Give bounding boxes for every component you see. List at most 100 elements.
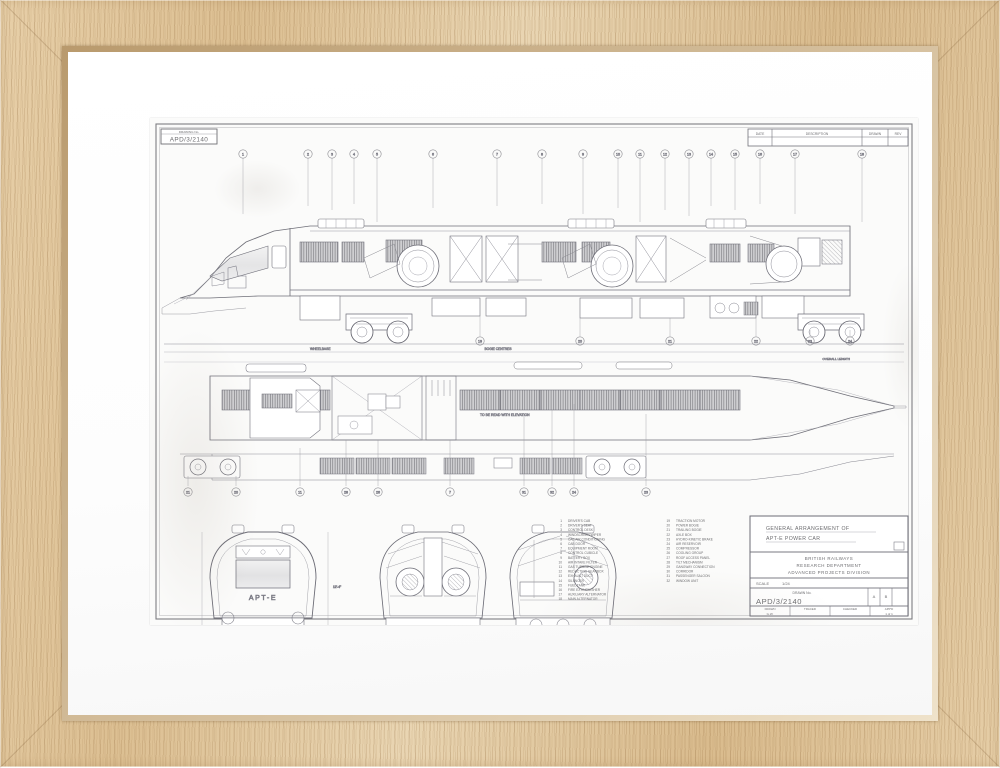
section-bb-alternator-core bbox=[578, 570, 594, 586]
balloon-label: 24 bbox=[848, 340, 852, 344]
drawing-number-stamp: DRAWING No. APD/3/2140 bbox=[160, 128, 218, 145]
scale-label: SCALE bbox=[756, 581, 769, 586]
footer-col-drawn: DRAWN bbox=[765, 607, 776, 611]
legend-item-number: 8 bbox=[560, 551, 562, 555]
section-aa-roof-pod-left bbox=[401, 524, 415, 534]
balloon-label: 11 bbox=[638, 153, 642, 157]
section-aa-running-gear bbox=[385, 617, 481, 625]
legend-item-number: 23 bbox=[666, 537, 670, 541]
legend-item-number: 14 bbox=[558, 579, 562, 583]
dim-wheelbase-label: WHEELBASE bbox=[310, 347, 331, 351]
legend-item-text: WINDSCREEN WIPER bbox=[568, 533, 602, 537]
legend-item-text: COOLING GROUP bbox=[676, 551, 703, 555]
balloon-label: 23 bbox=[644, 491, 648, 495]
legend-item-number: 27 bbox=[666, 556, 670, 560]
legend-item-text: AUXILIARY ALTERNATOR bbox=[568, 593, 607, 597]
section-bb-cubicle bbox=[519, 581, 555, 597]
section-bb-running-gear bbox=[515, 617, 611, 625]
elevation-bottom-balloons: 19 20 21 22 23 24 bbox=[475, 316, 855, 346]
section-aa-roof-pod-right bbox=[451, 524, 465, 534]
balloon-label: 7 bbox=[449, 491, 451, 495]
stamp-label: DRAWING No. bbox=[179, 130, 200, 134]
front-upper-panel bbox=[235, 545, 291, 559]
legend-item-text: EQUIPMENT ROOM bbox=[568, 547, 598, 551]
legend-item-number: 24 bbox=[666, 542, 670, 546]
legend-item-text: FIRE EXTINGUISHER bbox=[568, 588, 601, 592]
stamp-value: APD/3/2140 bbox=[170, 137, 209, 144]
legend-item-text: REDUCTION GEARBOX bbox=[568, 570, 604, 574]
revision-table: DATE DESCRIPTION DRAWN REV bbox=[747, 128, 909, 147]
nose-construction-lines bbox=[173, 277, 211, 305]
legend-item-text: FUEL TANK bbox=[568, 583, 586, 587]
front-body-inner bbox=[216, 538, 310, 617]
section-aa-framing bbox=[385, 541, 481, 597]
cab-side-window bbox=[271, 245, 287, 269]
legend-item-text: GANGWAY CONNECTION bbox=[676, 565, 715, 569]
balloon-label: 9 bbox=[582, 153, 584, 157]
section-bb-shell bbox=[509, 531, 617, 619]
footer-col-approved: APP'D bbox=[885, 607, 893, 611]
plan-saloon-window-band bbox=[459, 389, 741, 411]
plan-bottom-balloons: 21 20 11 28 26 7 31 32 24 23 bbox=[183, 404, 651, 497]
front-dim-height: 12'-4" bbox=[333, 585, 341, 589]
underframe-equipment bbox=[299, 295, 805, 321]
organisation-line-1: BRITISH RAILWAYS bbox=[805, 556, 853, 561]
legend-item-text: MAIN ALTERNATOR bbox=[568, 597, 598, 601]
view-plan: 21 20 11 28 26 7 31 32 24 23 TO BE READ … bbox=[180, 361, 907, 497]
balloon-label: 26 bbox=[376, 491, 380, 495]
elevation-top-balloons: 1 2 3 4 5 6 7 8 9 10 11 12 13 14 bbox=[238, 149, 867, 159]
legend-item-text: DRIVER'S SEAT bbox=[568, 524, 592, 528]
dim-overall-label: OVERALL LENGTH bbox=[822, 357, 850, 361]
balloon-label: 21 bbox=[186, 491, 190, 495]
section-aa-central-duct bbox=[423, 537, 443, 597]
legend-item-text: PASSENGER SALOON bbox=[676, 574, 710, 578]
bogie-leading bbox=[345, 313, 413, 344]
balloon-label: 22 bbox=[754, 340, 758, 344]
legend-item-number: 1 bbox=[560, 519, 562, 523]
rev-col-description: DESCRIPTION bbox=[806, 132, 829, 136]
plan-note: TO BE READ WITH ELEVATION bbox=[480, 413, 530, 417]
legend-item-number: 3 bbox=[560, 528, 562, 532]
balloon-label: 16 bbox=[758, 153, 762, 157]
balloon-label: 17 bbox=[793, 153, 797, 157]
legend-item-text: HYDRO-KINETIC BRAKE bbox=[676, 537, 713, 541]
legend-item-number: 12 bbox=[558, 570, 562, 574]
legend-item-text: AIR RESERVOIR bbox=[676, 542, 702, 546]
plan-roof-hatches bbox=[245, 361, 673, 373]
elevation-top-leaders bbox=[242, 158, 863, 222]
rev-col-date: DATE bbox=[756, 132, 765, 136]
gas-turbine-engines bbox=[396, 244, 803, 288]
cab-windscreen bbox=[209, 245, 269, 282]
legend-item-text: CORRIDOR bbox=[676, 570, 694, 574]
rev-col-rev: REV bbox=[895, 132, 903, 136]
balloon-label: 23 bbox=[808, 340, 812, 344]
plan-bogie-front bbox=[585, 455, 647, 479]
legend-item-text: CONTROL DESK bbox=[568, 528, 594, 532]
balloon-label: 19 bbox=[478, 340, 482, 344]
title-line-1: GENERAL ARRANGEMENT OF bbox=[766, 526, 849, 532]
balloon-label: 3 bbox=[331, 153, 333, 157]
front-body-shell bbox=[209, 531, 317, 619]
legend-item-number: 22 bbox=[666, 533, 670, 537]
legend-item-number: 30 bbox=[666, 570, 670, 574]
plan-underframe bbox=[180, 453, 895, 481]
balloon-label: 7 bbox=[496, 153, 498, 157]
legend-item-number: 4 bbox=[560, 533, 562, 537]
legend-item-text: TILT MECHANISM bbox=[676, 560, 703, 564]
legend-item-text: TRACTION MOTOR bbox=[676, 519, 706, 523]
scale-value: 1/24 bbox=[782, 581, 791, 586]
plan-nose-tip bbox=[893, 405, 907, 409]
view-section-aa: SECTION A-A bbox=[379, 524, 487, 625]
legend-item-number: 2 bbox=[560, 524, 562, 528]
footer-col-checked: CHECKED bbox=[843, 607, 857, 611]
legend-item-text: COMPRESSOR bbox=[676, 547, 700, 551]
legend-item-number: 17 bbox=[558, 593, 562, 597]
balloon-label: 8 bbox=[541, 153, 543, 157]
legend-item-number: 16 bbox=[558, 588, 562, 592]
front-marker-lights bbox=[241, 548, 285, 556]
balloon-label: 24 bbox=[572, 491, 576, 495]
section-aa-inner bbox=[386, 538, 480, 617]
legend-item-number: 6 bbox=[560, 542, 562, 546]
balloon-label: 11 bbox=[298, 491, 302, 495]
